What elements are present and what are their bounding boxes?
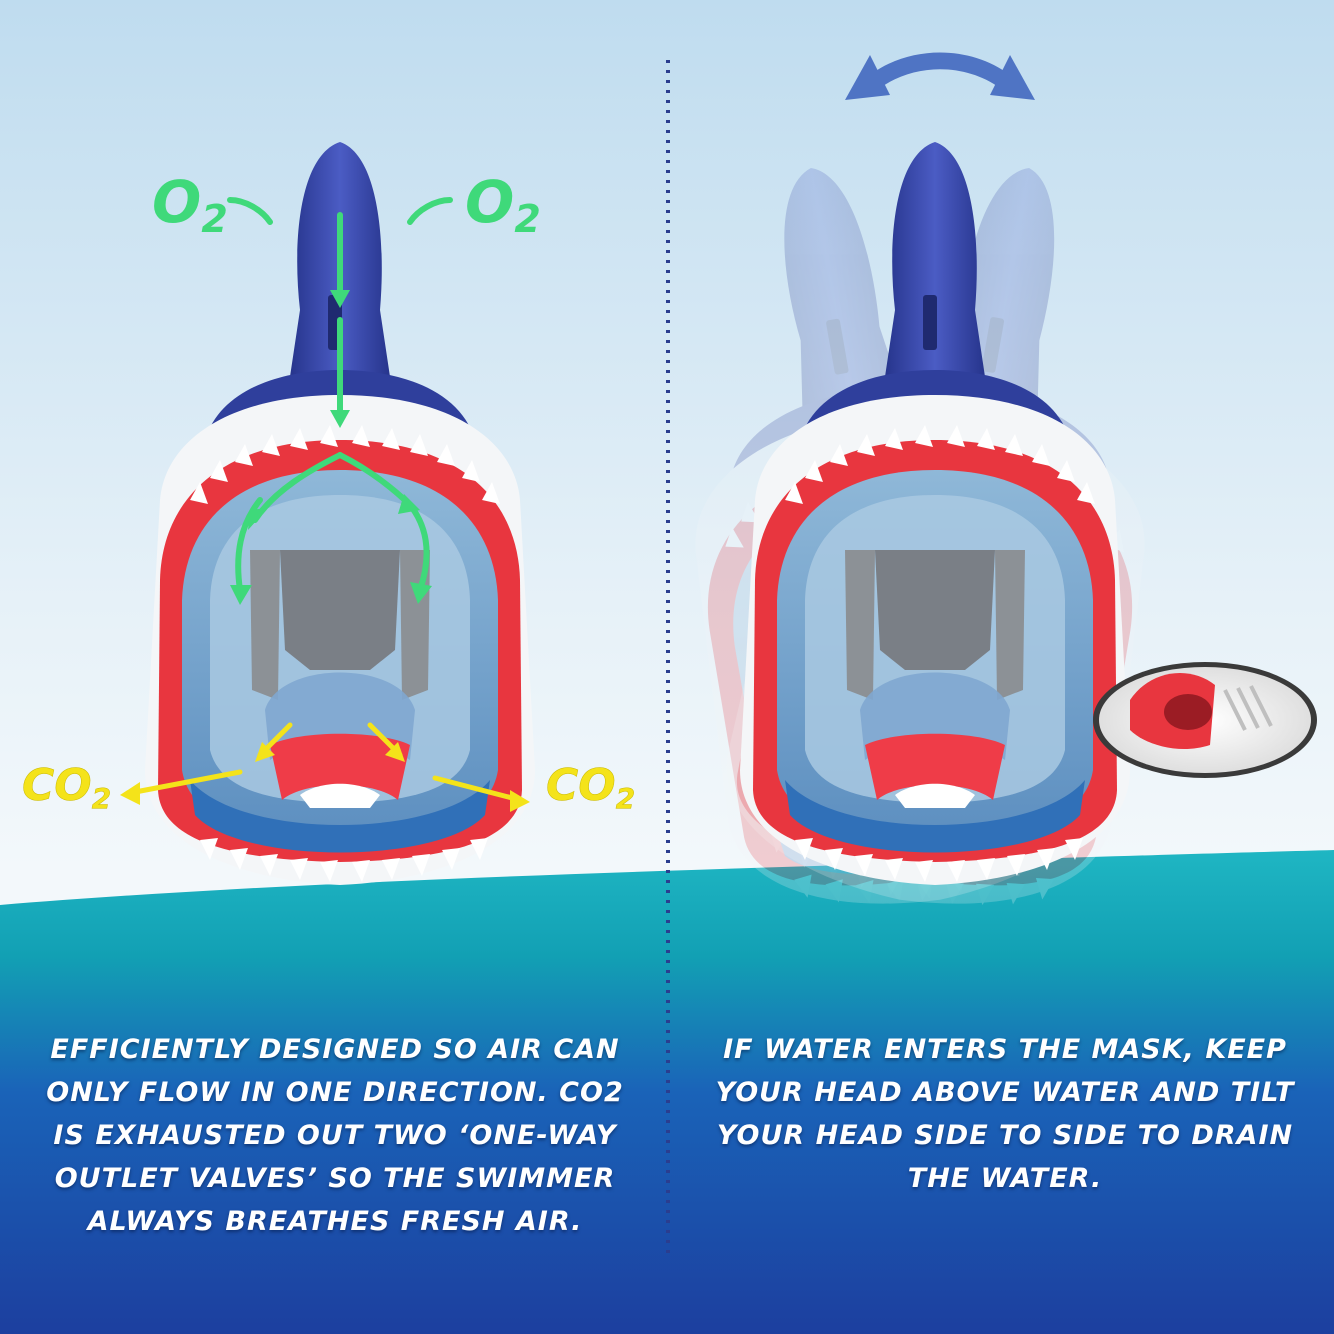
- co2-label-left: CO2: [22, 760, 111, 815]
- tilt-arrow: [845, 52, 1035, 100]
- co2-label-right: CO2: [546, 760, 635, 815]
- o2-label-left: O2: [152, 168, 228, 241]
- caption-right: If water enters the mask, keep your head…: [715, 1034, 1295, 1194]
- o2-label-right: O2: [465, 168, 541, 241]
- caption-left: Efficiently designed so air can only flo…: [46, 1034, 624, 1237]
- valve-closeup-inset: [1093, 662, 1317, 778]
